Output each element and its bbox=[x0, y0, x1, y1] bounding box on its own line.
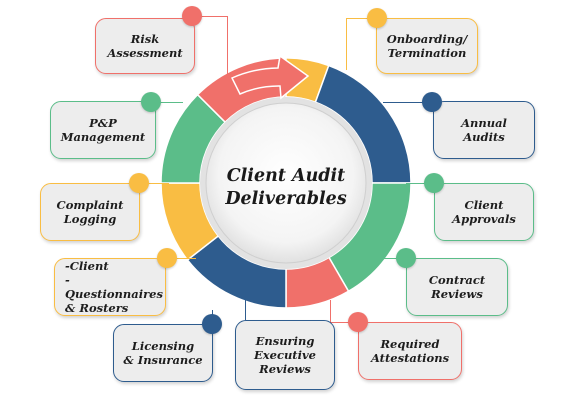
cycle-arrow-icon bbox=[230, 54, 310, 100]
orange-circle-icon bbox=[157, 248, 177, 268]
connector-line bbox=[346, 18, 376, 19]
licensing-insurance-box: Licensing & Insurance bbox=[113, 324, 213, 382]
connector-line bbox=[383, 102, 433, 103]
complaint-logging-box: Complaint Logging bbox=[40, 183, 140, 241]
connector-line bbox=[192, 16, 228, 17]
connector-line bbox=[166, 258, 196, 259]
connector-line bbox=[406, 183, 434, 184]
connector-line bbox=[227, 16, 228, 74]
connector-line bbox=[346, 18, 347, 70]
connector-line bbox=[151, 102, 183, 103]
annual-audits-box: Annual Audits bbox=[433, 101, 535, 159]
required-attestations-box: Required Attestations bbox=[358, 322, 462, 380]
risk-assessment-box: Risk Assessment bbox=[95, 18, 195, 74]
onboarding-termination-box: Onboarding/ Termination bbox=[376, 18, 478, 74]
blue-circle-icon bbox=[202, 314, 222, 334]
orange-circle-icon bbox=[129, 173, 149, 193]
contract-reviews-box: Contract Reviews bbox=[406, 258, 508, 316]
center-title: Client Audit Deliverables bbox=[225, 166, 347, 209]
connector-line bbox=[382, 258, 406, 259]
red-circle-icon bbox=[348, 312, 368, 332]
blue-circle-icon bbox=[422, 92, 442, 112]
green-circle-icon bbox=[396, 248, 416, 268]
orange-circle-icon bbox=[367, 8, 387, 28]
ring-segments bbox=[160, 57, 412, 309]
pp-management-box: P&P Management bbox=[50, 101, 156, 159]
green-circle-icon bbox=[141, 92, 161, 112]
connector-line bbox=[139, 183, 169, 184]
ensuring-executive-reviews-box: Ensuring Executive Reviews bbox=[235, 320, 335, 390]
connector-line bbox=[330, 300, 331, 322]
connector-line bbox=[245, 298, 246, 320]
client-approvals-box: Client Approvals bbox=[434, 183, 534, 241]
client-questionnaires-rosters-box: -Client -Questionnaires & Rosters bbox=[54, 258, 166, 316]
hub-circle bbox=[205, 102, 367, 264]
green-circle-icon bbox=[424, 173, 444, 193]
red-circle-icon bbox=[182, 6, 202, 26]
connector-line bbox=[330, 322, 358, 323]
